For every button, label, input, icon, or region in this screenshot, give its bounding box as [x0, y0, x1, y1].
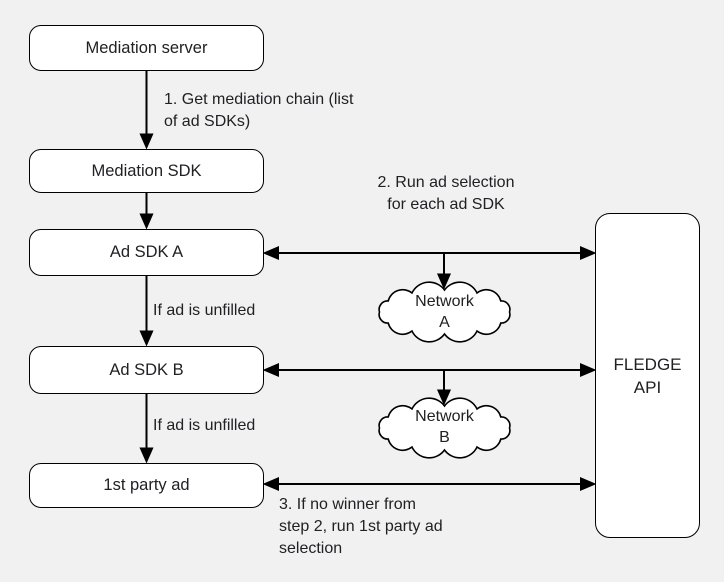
label-if-ad-unfilled-2: If ad is unfilled	[153, 417, 256, 434]
arrow-ad-sdk-b-fledge	[262, 362, 597, 378]
node-mediation-server: Mediation server	[29, 25, 264, 71]
network-b-label: Network B	[415, 408, 474, 446]
arrow-first-party-fledge	[262, 476, 597, 492]
arrow-mediation-sdk-to-ad-sdk-a	[139, 193, 154, 230]
node-first-party-ad: 1st party ad	[29, 463, 264, 508]
arrow-drop-network-a	[436, 254, 452, 290]
label-step3-first-party-selection: 3. If no winner from step 2, run 1st par…	[279, 496, 443, 557]
node-ad-sdk-b: Ad SDK B	[29, 346, 264, 394]
arrow-ad-sdk-a-to-ad-sdk-b	[139, 276, 154, 347]
label-step1-get-mediation-chain: 1. Get mediation chain (list of ad SDKs)	[164, 91, 354, 130]
arrow-drop-network-b	[436, 371, 452, 406]
node-mediation-sdk: Mediation SDK	[29, 149, 264, 193]
node-fledge-api: FLEDGE API	[595, 213, 700, 538]
arrow-ad-sdk-b-to-first-party	[139, 394, 154, 464]
label-if-ad-unfilled-1: If ad is unfilled	[153, 302, 256, 319]
network-a-label: Network A	[415, 293, 474, 331]
arrow-ad-sdk-a-fledge	[262, 245, 597, 261]
label-step2-run-ad-selection: 2. Run ad selection for each ad SDK	[377, 174, 515, 213]
node-ad-sdk-a: Ad SDK A	[29, 229, 264, 276]
arrow-server-to-mediation-sdk	[139, 71, 154, 150]
